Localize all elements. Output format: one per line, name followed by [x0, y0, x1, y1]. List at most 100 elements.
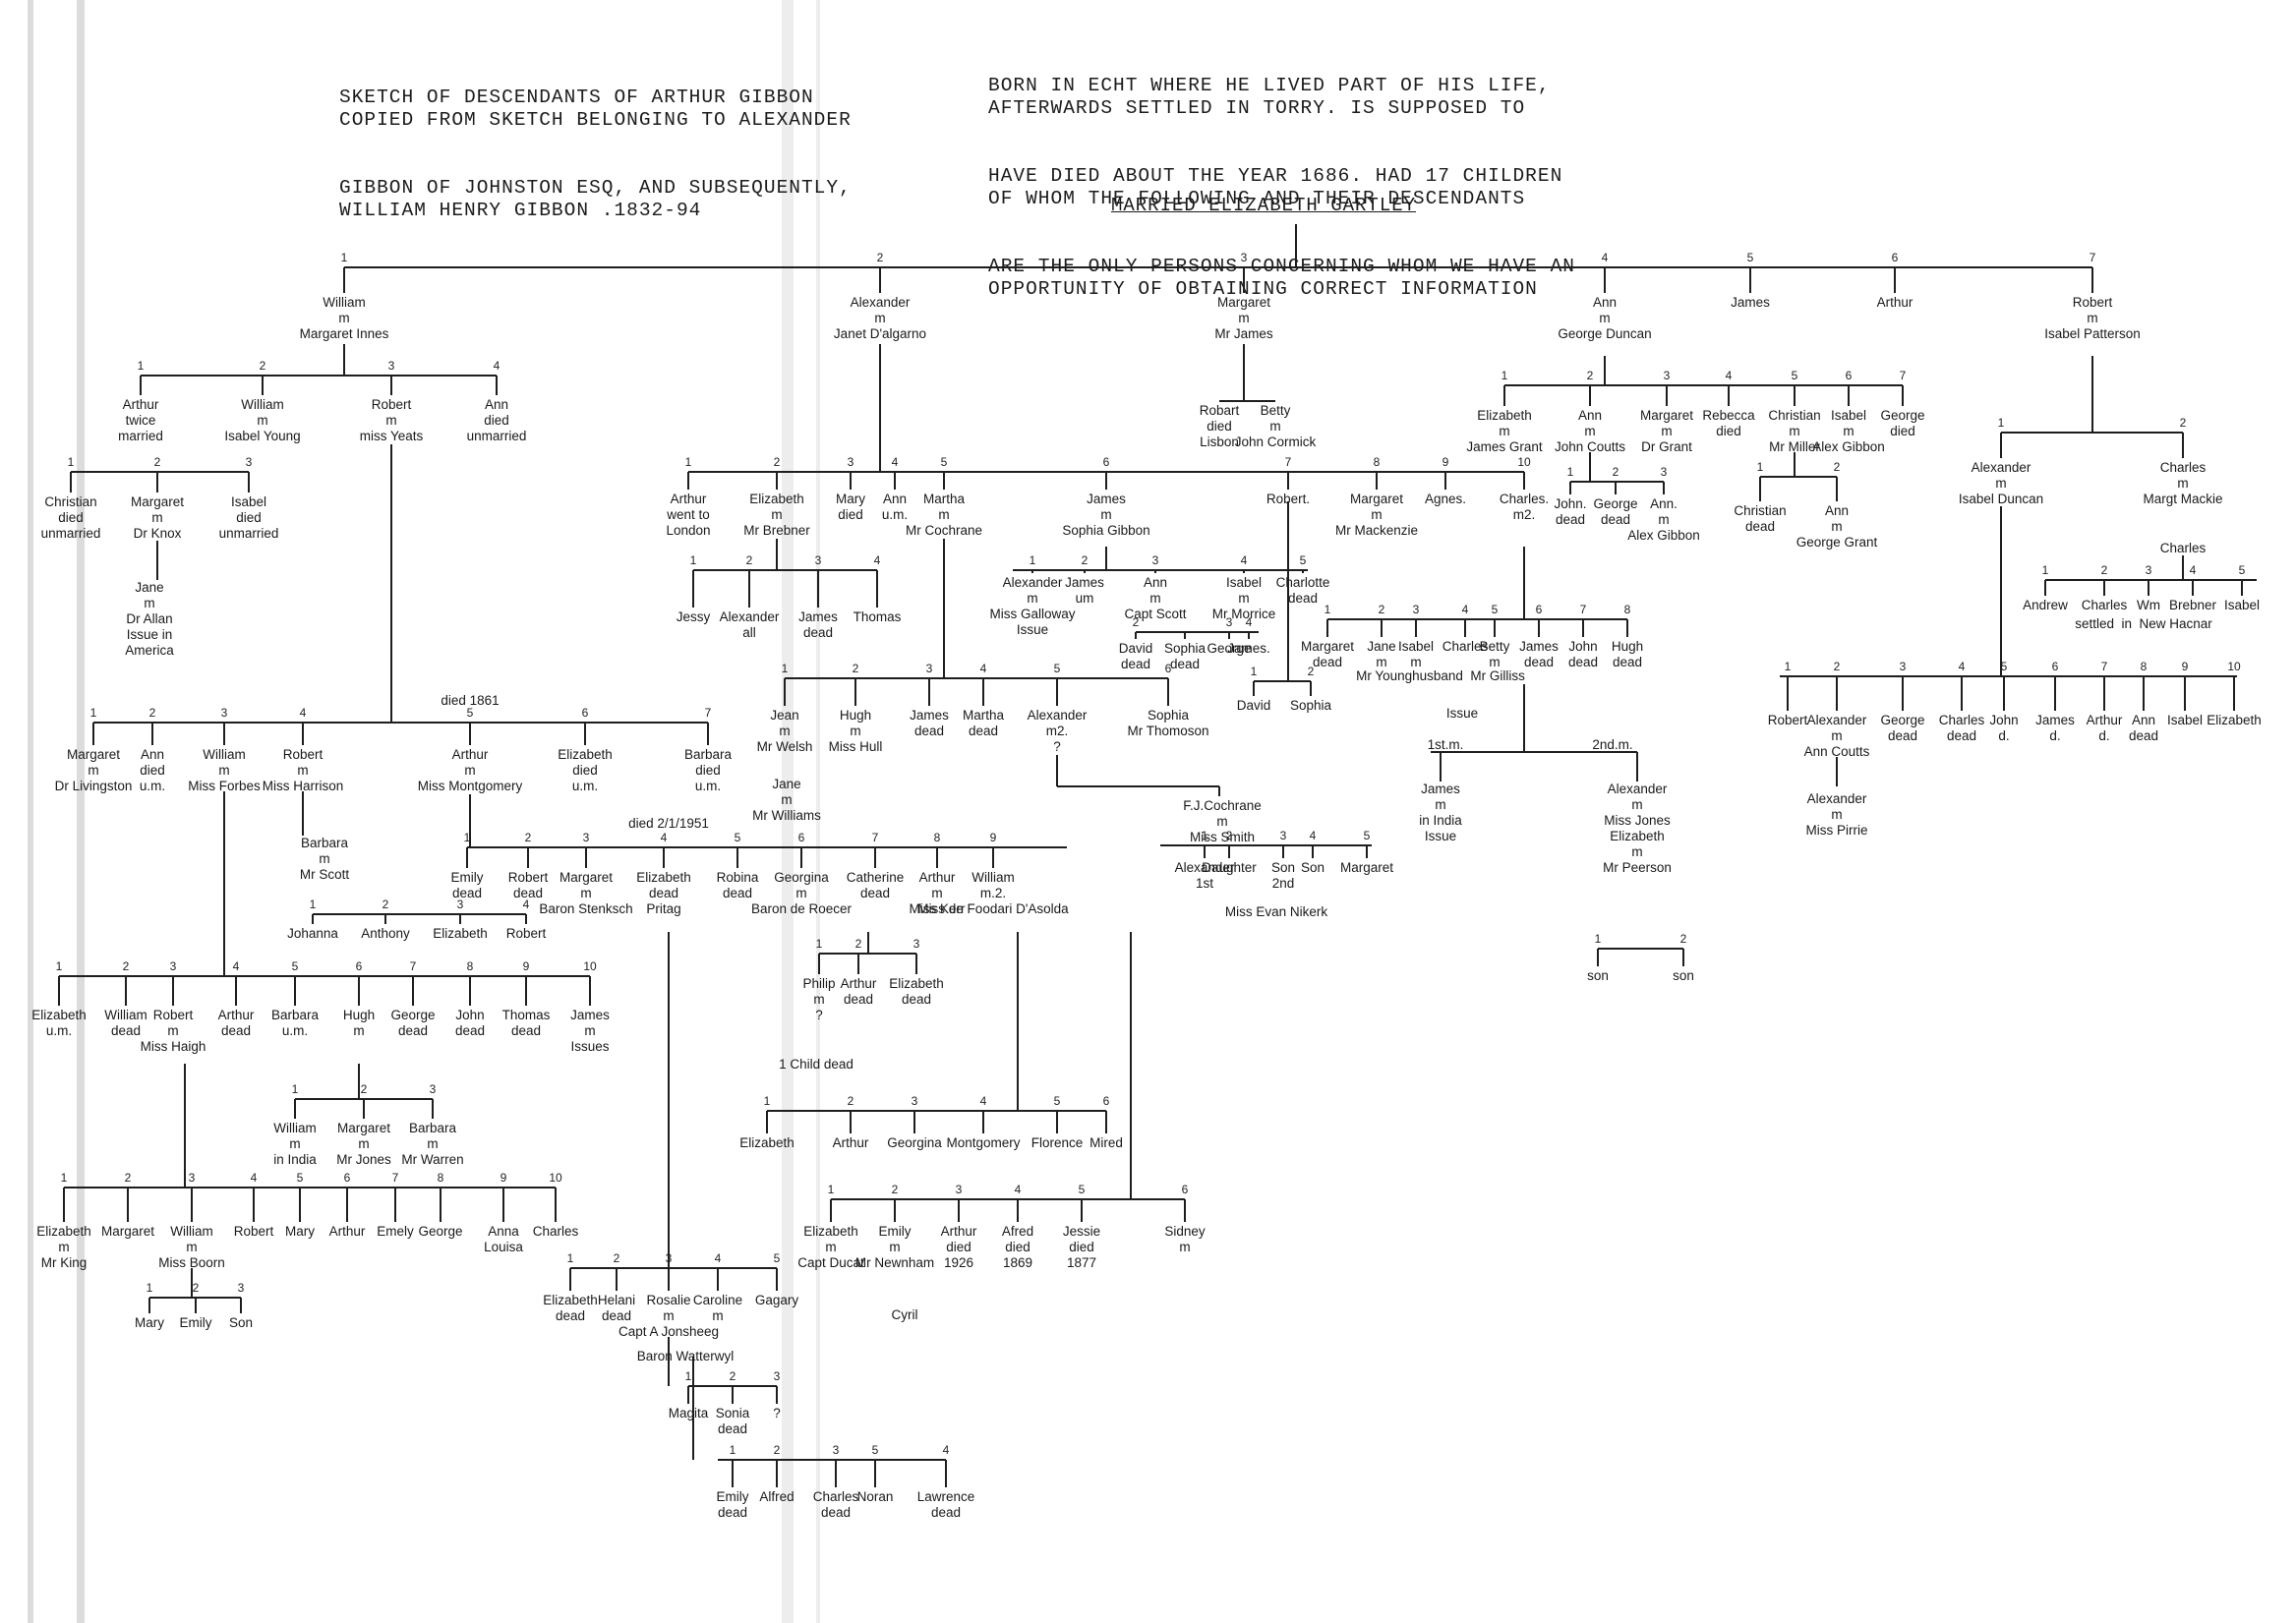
label-line: James — [2035, 713, 2075, 727]
spouse-note: Miss Evan Nikerk — [1224, 904, 1328, 919]
label-line: John — [1568, 639, 1598, 654]
label-line: Margaret — [1300, 639, 1355, 654]
label-line: Georgina — [774, 870, 829, 885]
label-line: Mr Miller — [1769, 439, 1820, 454]
sibling-number: 6 — [1845, 369, 1853, 382]
person-stenksch-children: Gagary — [755, 1293, 798, 1308]
spouse-note: Baron Watterwyl — [636, 1349, 735, 1363]
label-line: Hugh — [342, 1008, 376, 1022]
person-mackie-children: Charles — [2082, 598, 2128, 613]
person-isabel-duncan-children: Robert — [1768, 713, 1808, 728]
label-line: Hugh — [839, 708, 872, 723]
sibling-number: 6 — [1102, 455, 1110, 469]
label-line: Magita — [668, 1406, 709, 1420]
sibling-number: 2 — [122, 959, 130, 973]
label-line: Sophia — [1147, 708, 1190, 723]
label-line: Robert — [505, 926, 547, 941]
label-line: John. — [1554, 496, 1587, 511]
sibling-number: 4 — [979, 662, 987, 675]
label-line: Margt Mackie — [2143, 492, 2223, 506]
label-line: Ann — [2131, 713, 2156, 727]
person-mackenzie-children: Sophia — [1290, 698, 1331, 714]
label-line: Margaret — [559, 870, 614, 885]
label-line: Louisa — [484, 1240, 523, 1254]
sibling-number: 2 — [148, 706, 156, 720]
note-label: Issue — [1445, 706, 1479, 721]
label-line: m — [663, 1308, 675, 1323]
person-haigh-children: Arthur — [329, 1224, 366, 1240]
label-line: Elizabeth — [558, 747, 613, 762]
label-line: dead — [859, 886, 891, 900]
person-brebner-children: Jessy — [677, 609, 711, 625]
label-line: dead — [451, 886, 483, 900]
note-label: 1 Child dead — [779, 1057, 854, 1072]
label-line: Charles — [2159, 541, 2207, 555]
sibling-number: 3 — [582, 831, 590, 844]
label-line: unmarried — [40, 526, 101, 541]
sibling-number: 5 — [466, 706, 474, 720]
scan-artifact-stripe — [782, 0, 794, 1623]
label-line: George — [1207, 641, 1252, 656]
label-line: Jane — [772, 777, 801, 791]
label-line: Miss Montgomery — [417, 779, 523, 793]
sibling-number: 2 — [876, 251, 884, 264]
label-line: Robart — [1199, 403, 1240, 418]
label-line: Arthur — [122, 397, 159, 412]
sibling-number: 4 — [250, 1171, 258, 1185]
label-line: m — [1179, 1240, 1191, 1254]
sibling-number: 7 — [704, 706, 712, 720]
label-line: James — [1731, 295, 1770, 310]
label-line: m — [779, 724, 791, 738]
label-line: Mr Thomoson — [1127, 724, 1209, 738]
label-line: Alexander — [850, 295, 911, 310]
label-line: Isabel — [2223, 598, 2261, 612]
label-line: dead — [220, 1023, 252, 1038]
label-line: Capt A Jonsheeg — [618, 1324, 720, 1339]
label-line: 1st — [1195, 876, 1214, 891]
label-line: F.J.Cochrane — [1183, 798, 1262, 813]
label-line: Jane — [135, 580, 164, 595]
sibling-number: 4 — [1958, 660, 1966, 673]
person-mackenzie-children: David — [1237, 698, 1271, 714]
label-line: Baron de Roecer — [750, 901, 853, 916]
person-root-children: Arthur — [1877, 295, 1913, 311]
label-line: Christian — [1768, 408, 1821, 423]
sibling-number: 4 — [1014, 1183, 1022, 1196]
label-line: Miss de Foodari D'Asolda — [917, 901, 1069, 916]
person-boorn-children: Mary — [135, 1315, 164, 1331]
label-line: died — [140, 763, 165, 778]
label-line: Johanna — [287, 926, 338, 941]
sibling-number: 3 — [456, 898, 464, 911]
sibling-number: 2 — [1132, 615, 1140, 629]
person-peerson-children: son — [1673, 968, 1694, 984]
label-line: Sophia Gibbon — [1062, 523, 1150, 538]
label-line: Elizabeth — [889, 976, 944, 991]
label-line: Wm — [2137, 598, 2160, 612]
label-line: Thomas — [853, 609, 902, 624]
sibling-number: 1 — [763, 1094, 771, 1108]
label-line: u.m. — [45, 1023, 73, 1038]
label-line: Miss Kerr — [909, 901, 966, 916]
label-line: Robert — [1767, 713, 1808, 727]
sibling-number: 4 — [522, 898, 530, 911]
sibling-number: 5 — [1078, 1183, 1086, 1196]
sibling-number: 2 — [1833, 460, 1841, 474]
sibling-number: 1 — [1566, 465, 1574, 479]
label-line: Mr Warren — [401, 1152, 464, 1167]
